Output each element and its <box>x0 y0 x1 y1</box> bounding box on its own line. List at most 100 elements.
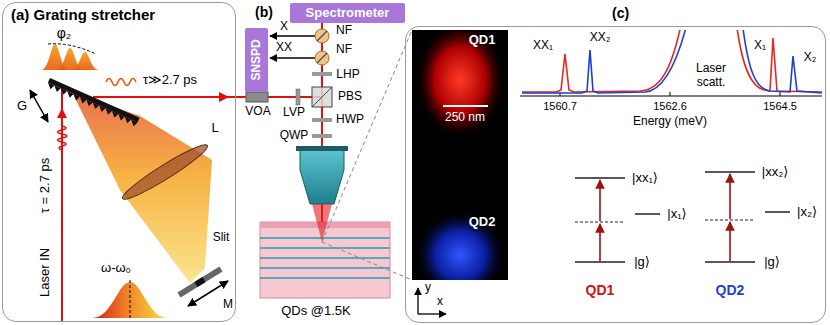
figure-label: |g⟩ <box>764 255 780 270</box>
mirror-surface <box>317 31 327 41</box>
spectrum-qd1 <box>522 30 822 92</box>
figure-label: PBS <box>338 90 362 104</box>
mirror <box>179 269 221 295</box>
figure-label: QD2 <box>716 282 745 298</box>
translation-arrow <box>30 90 48 122</box>
box-label: Spectrometer <box>306 6 390 21</box>
figure-label: |x₂⟩ <box>797 205 817 220</box>
figure-label: Slit <box>213 231 230 245</box>
figure-label: ω-ω₀ <box>101 261 131 276</box>
figure-label: QDs @1.5K <box>281 304 351 319</box>
figure-label: |xx₂⟩ <box>762 165 789 180</box>
grating-teeth <box>46 83 138 127</box>
figure-label: |x₁⟩ <box>667 207 686 222</box>
figure-label: 1564.5 <box>763 100 797 113</box>
signal-arrow <box>270 35 315 36</box>
center-line <box>130 280 131 318</box>
virtual-level <box>705 219 755 220</box>
sample-layer <box>260 267 390 269</box>
emission-blob <box>414 210 506 280</box>
spectrum-qd2 <box>522 30 822 93</box>
detector-box: SNSPD <box>245 28 268 92</box>
figure-label: QWP <box>280 129 309 143</box>
dispersed-beam <box>72 92 212 283</box>
figure-label: |g⟩ <box>634 255 650 270</box>
figure-label: x <box>437 295 443 309</box>
objective <box>300 150 344 204</box>
excitation-arrow <box>729 222 731 261</box>
figure-label: NF <box>336 43 352 57</box>
slit <box>196 280 204 285</box>
axis-arrow <box>417 288 418 314</box>
figure-label: Energy (meV) <box>633 115 707 129</box>
beam-splitter-diagonal <box>312 87 332 107</box>
figure-label: Laser scatt. <box>686 62 736 90</box>
sample-layer <box>260 277 390 279</box>
objective-ring <box>296 146 348 151</box>
polarizer <box>312 72 332 76</box>
emission-blob <box>414 30 506 140</box>
figure-label: XX <box>276 41 292 55</box>
phase-curve <box>48 44 96 54</box>
attenuator <box>246 92 268 102</box>
figure-label: VOA <box>245 105 270 119</box>
energy-level <box>765 211 790 213</box>
zoom-line <box>322 242 412 280</box>
focused-beam <box>312 204 332 242</box>
input-pulse <box>58 126 68 150</box>
lens <box>119 140 211 205</box>
excitation-arrow <box>729 174 731 219</box>
axis-tick <box>780 92 781 96</box>
figure-label: 1560.7 <box>543 100 577 113</box>
input-beam <box>61 84 63 322</box>
figure-label: τ≫2.7 ps <box>143 73 197 88</box>
energy-level <box>575 261 625 263</box>
grating <box>46 78 140 127</box>
figure-label: X₁ <box>754 39 766 53</box>
figure-label: φ₂ <box>57 25 72 41</box>
energy-level <box>705 261 755 263</box>
figure-label: XX₁ <box>533 39 553 53</box>
figure-label: Laser IN <box>39 247 54 296</box>
figure-label: L <box>211 121 218 136</box>
figure-label: M <box>223 298 233 312</box>
axis-arrow <box>418 313 446 314</box>
beam-arrowhead <box>219 92 229 102</box>
flip-mirror <box>315 51 329 65</box>
panel-title: (a) Grating stretcher <box>11 6 155 23</box>
virtual-level <box>575 221 625 222</box>
polarizer <box>296 89 300 105</box>
beam-splitter <box>312 87 332 107</box>
sample-layer <box>260 257 390 259</box>
axis-tick <box>670 92 671 96</box>
figure-label: X₂ <box>804 51 817 65</box>
excitation-arrow <box>599 180 601 221</box>
waveplate <box>312 134 332 138</box>
scale-bar <box>443 105 488 107</box>
stretched-pulse <box>71 52 99 70</box>
signal-arrow <box>270 57 315 58</box>
box-label: SNSPD <box>250 39 264 80</box>
figure-label: NF <box>336 24 352 38</box>
figure-label: |xx₁⟩ <box>632 171 658 186</box>
figure-label: HWP <box>336 113 364 127</box>
energy-level <box>575 177 625 179</box>
excitation-arrow <box>599 224 601 261</box>
figure-label: QD1 <box>469 33 496 48</box>
flip-mirror <box>315 29 329 43</box>
figure-label: QD2 <box>469 215 496 230</box>
spectrum-axis <box>520 96 822 97</box>
figure-label: 250 nm <box>445 111 485 125</box>
map-blobs <box>414 30 506 280</box>
energy-level <box>635 213 660 215</box>
figure-label: LVP <box>283 106 305 120</box>
figure-label: XX₂ <box>590 31 611 45</box>
figure-label: LHP <box>336 68 359 82</box>
sample-layer <box>260 237 390 239</box>
output-beam <box>93 96 322 98</box>
sample-layer <box>260 247 390 249</box>
figure-label: (b) <box>255 4 273 20</box>
mirror-surface <box>317 53 327 63</box>
